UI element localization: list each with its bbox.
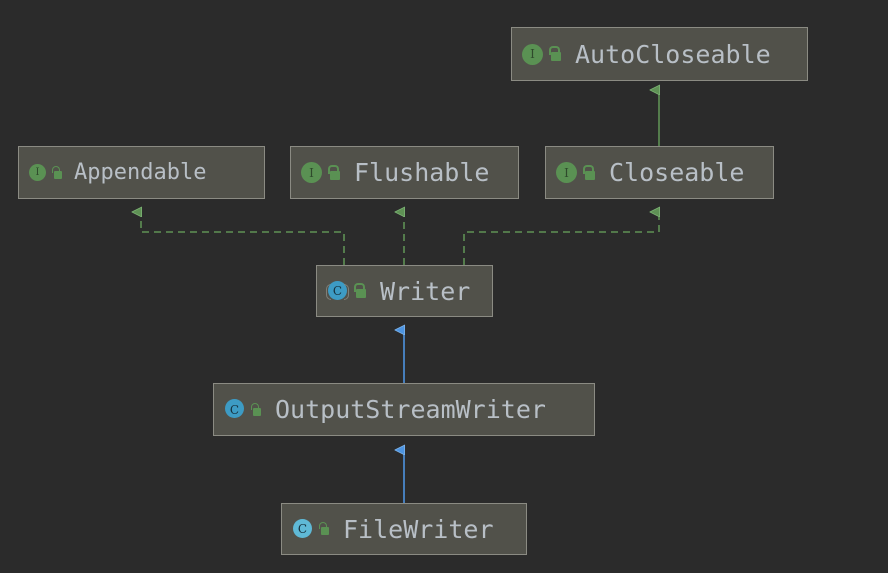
unlocked-padlock-icon (51, 165, 62, 180)
interface-icon: I (301, 162, 322, 183)
interface-icon: I (29, 164, 46, 181)
node-writer-label: Writer (380, 276, 471, 306)
unlocked-padlock-icon (327, 164, 340, 181)
node-appendable[interactable]: I Appendable (18, 146, 265, 199)
node-filewriter-icons: C (292, 518, 329, 540)
unlocked-padlock-icon (353, 283, 366, 299)
node-flushable-icons: I (301, 162, 340, 183)
class-icon: C (326, 280, 349, 302)
node-outputstreamwriter-label: OutputStreamWriter (275, 395, 546, 424)
node-autocloseable-label: AutoCloseable (575, 39, 771, 69)
node-appendable-icons: I (29, 164, 62, 181)
unlocked-padlock-icon (582, 164, 595, 181)
node-writer-icons: C (326, 280, 366, 302)
node-filewriter-label: FileWriter (343, 514, 494, 544)
node-writer[interactable]: C Writer (316, 265, 493, 317)
unlocked-padlock-icon (318, 522, 329, 536)
node-flushable-label: Flushable (354, 158, 490, 187)
class-icon: C (224, 399, 245, 420)
node-outputstreamwriter-icons: C (224, 399, 261, 420)
edge-writer-implements-closeable (463, 212, 659, 265)
node-autocloseable[interactable]: I AutoCloseable (511, 27, 808, 81)
node-closeable-label: Closeable (609, 158, 745, 187)
node-closeable-icons: I (556, 162, 595, 183)
interface-icon: I (556, 162, 577, 183)
node-flushable[interactable]: I Flushable (290, 146, 519, 199)
interface-icon: I (522, 43, 543, 65)
edge-writer-implements-appendable (141, 212, 345, 265)
node-outputstreamwriter[interactable]: C OutputStreamWriter (213, 383, 595, 436)
class-icon: C (292, 518, 313, 540)
node-closeable[interactable]: I Closeable (545, 146, 774, 199)
node-autocloseable-icons: I (522, 43, 561, 65)
node-appendable-label: Appendable (74, 159, 207, 185)
unlocked-padlock-icon (548, 46, 561, 62)
node-filewriter[interactable]: C FileWriter (281, 503, 527, 555)
unlocked-padlock-icon (250, 402, 261, 417)
